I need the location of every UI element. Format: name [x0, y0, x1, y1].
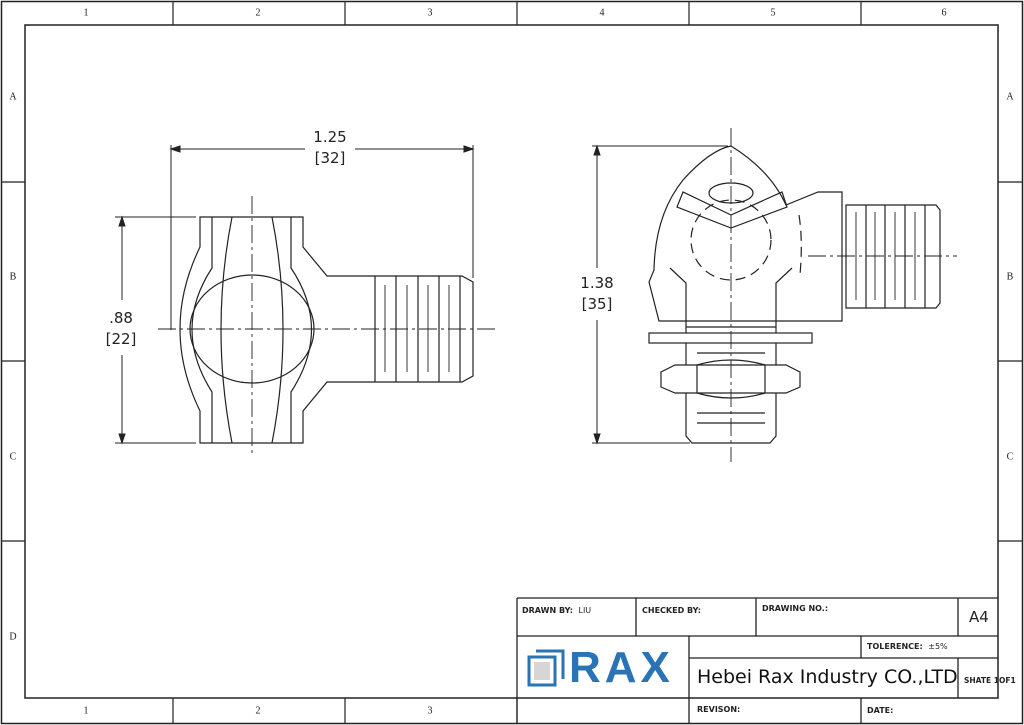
logo-text: RAX — [569, 643, 674, 692]
zone-col-6: 6 — [941, 7, 947, 19]
zone-row-a: A — [9, 91, 17, 103]
logo-square-icon — [527, 649, 565, 687]
drawn-by-label: DRAWN BY: LIU — [522, 606, 591, 615]
tolerance-value: ±5% — [928, 642, 948, 651]
width-mm-label: [32] — [314, 149, 346, 167]
zone-col-2: 2 — [255, 7, 261, 19]
side-view — [592, 128, 957, 462]
drawn-by-value: LIU — [578, 606, 592, 615]
zone-col-3-bottom: 3 — [427, 705, 433, 717]
zone-col-4: 4 — [599, 7, 605, 19]
height-dimension — [115, 215, 196, 445]
height-mm-label: [22] — [105, 330, 137, 348]
zone-row-b-right: B — [1006, 271, 1014, 283]
washer — [648, 332, 813, 344]
drawn-by-caption: DRAWN BY: — [522, 606, 573, 615]
drawing-no-label: DRAWING NO.: — [762, 604, 829, 613]
zone-row-c-right: C — [1006, 451, 1014, 463]
tolerance-caption: TOLERENCE: — [867, 642, 923, 651]
company-logo: RAX — [527, 643, 674, 692]
title-block-lines — [516, 597, 998, 723]
zone-col-5: 5 — [770, 7, 776, 19]
zone-row-d: D — [9, 631, 17, 643]
paper-size: A4 — [969, 608, 989, 626]
front-view — [115, 145, 498, 454]
zone-col-3: 3 — [427, 7, 433, 19]
date-label: DATE: — [867, 706, 894, 715]
hex-nut — [660, 364, 801, 394]
inner-border — [24, 24, 999, 699]
zone-col-2-bottom: 2 — [255, 705, 261, 717]
zone-row-a-right: A — [1006, 91, 1014, 103]
side-height-mm-label: [35] — [581, 295, 613, 313]
side-height-dimension — [592, 144, 728, 445]
tolerance-label: TOLERENCE: ±5% — [867, 642, 948, 651]
sheet-number: SHATE 1OF1 — [964, 676, 1016, 685]
height-inch-label: .88 — [109, 309, 133, 327]
side-height-inch-label: 1.38 — [580, 274, 614, 292]
zone-col-1: 1 — [83, 7, 89, 19]
zone-col-1-bottom: 1 — [83, 705, 89, 717]
centerlines — [158, 196, 498, 454]
checked-by-label: CHECKED BY: — [642, 606, 701, 615]
width-inch-label: 1.25 — [313, 128, 347, 146]
zone-row-c: C — [9, 451, 17, 463]
side-centerlines — [730, 128, 957, 462]
company-name: Hebei Rax Industry CO.,LTD — [697, 666, 958, 688]
revision-label: REVISON: — [697, 705, 741, 714]
width-dimension — [169, 145, 475, 330]
zone-row-b: B — [9, 271, 17, 283]
